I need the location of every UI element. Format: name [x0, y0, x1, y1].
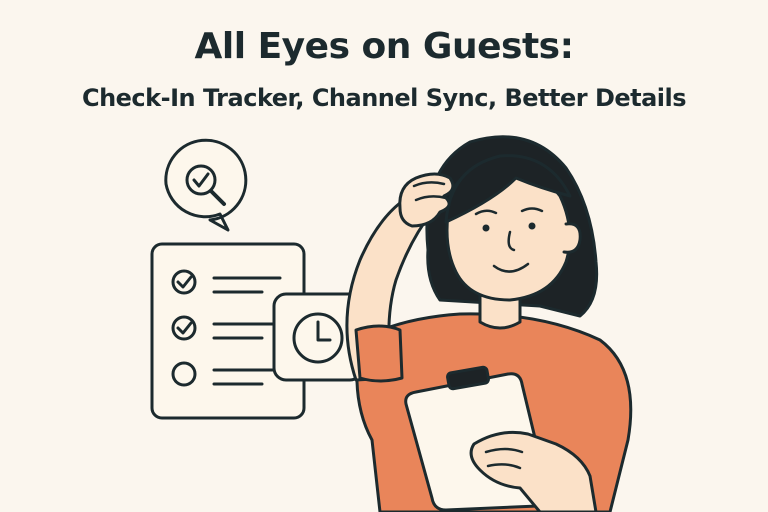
checklist-icon	[150, 242, 306, 420]
clock-icon	[272, 292, 364, 382]
person-hand	[469, 430, 598, 512]
page-title: All Eyes on Guests:	[194, 26, 574, 67]
page-subtitle: Check-In Tracker, Channel Sync, Better D…	[81, 84, 687, 112]
search-check-icon	[164, 138, 248, 232]
